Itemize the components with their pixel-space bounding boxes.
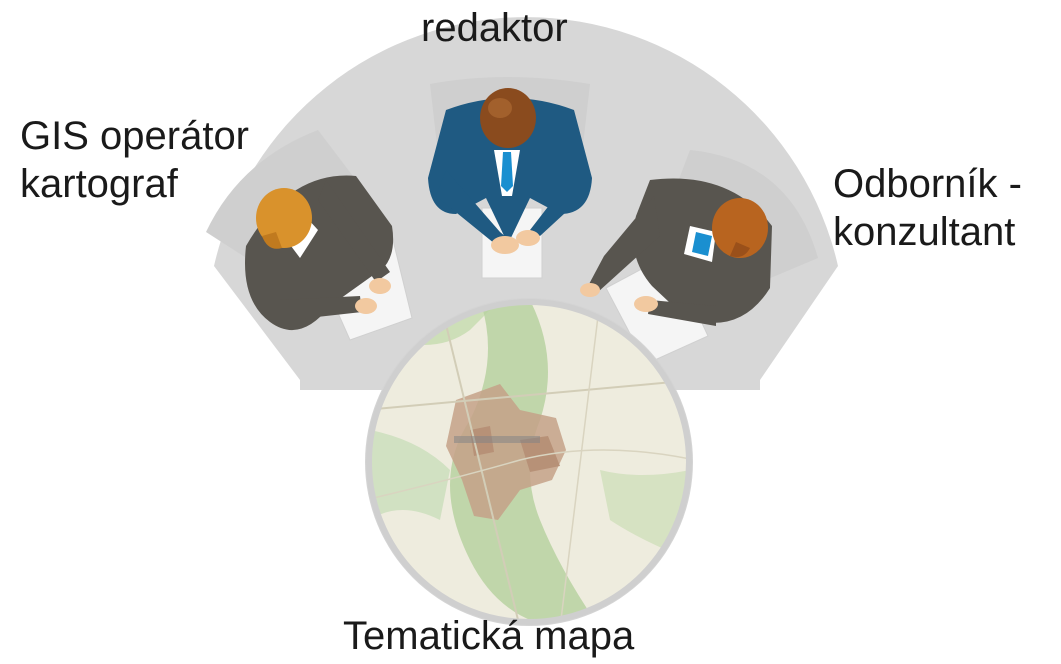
role-label-editor: redaktor <box>421 6 568 50</box>
role-label-gis-line-1: GIS operátor <box>20 114 250 158</box>
person-gis-icon <box>245 175 413 341</box>
role-label-gis-line-2: kartograf <box>20 162 178 206</box>
thematic-map-icon <box>365 298 693 626</box>
person-editor-icon <box>428 88 592 279</box>
map-label: Tematická mapa <box>343 614 635 658</box>
role-label-expert: Odborník - konzultant <box>833 160 1022 256</box>
role-label-expert-line-1: Odborník - <box>833 162 1022 206</box>
role-label-gis-operator: GIS operátor kartograf <box>20 112 249 208</box>
person-expert-icon <box>580 178 772 365</box>
role-label-expert-line-2: konzultant <box>833 210 1016 254</box>
